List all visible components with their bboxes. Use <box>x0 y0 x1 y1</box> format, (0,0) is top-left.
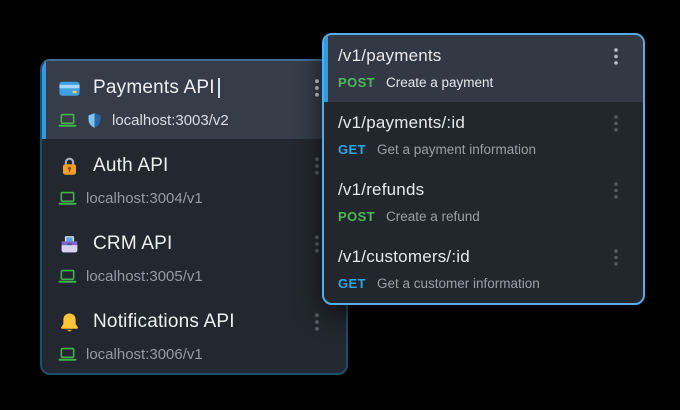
endpoint-description: Get a payment information <box>376 142 537 157</box>
api-name: Payments API <box>93 77 215 98</box>
api-name: Auth API <box>93 155 169 176</box>
api-base-url: localhost:3006/v1 <box>86 345 203 363</box>
kebab-menu-icon[interactable] <box>609 247 623 267</box>
laptop-icon <box>58 345 77 364</box>
endpoint-path: /v1/customers/:id <box>338 247 470 266</box>
selection-accent-bar <box>42 61 46 139</box>
kebab-menu-icon[interactable] <box>310 311 324 333</box>
kebab-menu-icon[interactable] <box>310 77 324 99</box>
endpoint-item-payments-get[interactable]: /v1/payments/:id GET Get a payment infor… <box>324 102 643 169</box>
api-item-auth[interactable]: Auth API localhost:3004/v1 <box>42 139 346 217</box>
api-collection-panel: Payments API localhost:300 <box>40 59 348 375</box>
api-item-payments[interactable]: Payments API localhost:300 <box>42 61 346 139</box>
endpoint-list-panel: /v1/payments POST Create a payment /v1/p… <box>322 33 645 305</box>
laptop-icon <box>58 267 77 286</box>
card-file-box-icon <box>58 233 81 256</box>
endpoint-item-refunds-post[interactable]: /v1/refunds POST Create a refund <box>324 169 643 236</box>
http-method-badge: GET <box>338 142 366 157</box>
http-method-badge: GET <box>338 276 366 291</box>
endpoint-item-customers-get[interactable]: /v1/customers/:id GET Get a customer inf… <box>324 236 643 303</box>
endpoint-path: /v1/payments/:id <box>338 113 465 132</box>
endpoint-description: Create a refund <box>386 209 480 224</box>
api-base-url: localhost:3005/v1 <box>86 267 203 285</box>
endpoint-item-payments-post[interactable]: /v1/payments POST Create a payment <box>324 35 643 102</box>
kebab-menu-icon[interactable] <box>609 113 623 133</box>
text-cursor <box>217 78 220 98</box>
endpoint-description: Create a payment <box>386 75 494 90</box>
http-method-badge: POST <box>338 209 375 224</box>
credit-card-icon <box>58 77 81 100</box>
api-item-notifications[interactable]: Notifications API localhost:3006/v1 <box>42 295 346 373</box>
http-method-badge: POST <box>338 75 375 90</box>
endpoint-description: Get a customer information <box>376 276 540 291</box>
kebab-menu-icon[interactable] <box>609 46 623 66</box>
api-name: Notifications API <box>93 311 235 332</box>
bell-icon <box>58 311 81 334</box>
api-base-url: localhost:3003/v2 <box>112 111 229 129</box>
kebab-menu-icon[interactable] <box>310 233 324 255</box>
kebab-menu-icon[interactable] <box>609 180 623 200</box>
shield-icon <box>86 112 103 129</box>
api-item-crm[interactable]: CRM API localhost:3005/v1 <box>42 217 346 295</box>
api-base-url: localhost:3004/v1 <box>86 189 203 207</box>
api-name: CRM API <box>93 233 173 254</box>
endpoint-path: /v1/refunds <box>338 180 425 199</box>
selection-accent-bar <box>324 35 328 102</box>
endpoint-path: /v1/payments <box>338 46 442 65</box>
lock-icon <box>58 155 81 178</box>
kebab-menu-icon[interactable] <box>310 155 324 177</box>
laptop-icon <box>58 189 77 208</box>
laptop-icon <box>58 111 77 130</box>
